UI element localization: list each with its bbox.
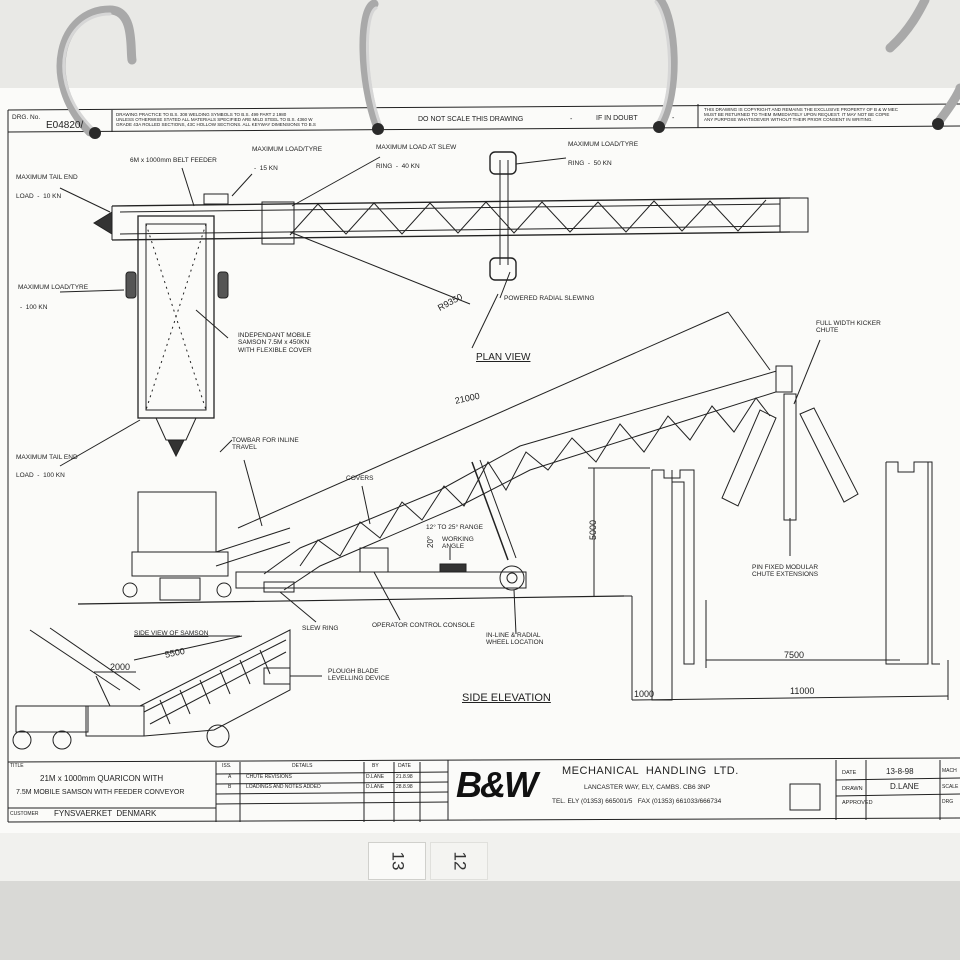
side-elevation-title: SIDE ELEVATION — [462, 692, 551, 704]
plan-view-title: PLAN VIEW — [476, 352, 531, 363]
chute-extensions-label: PIN FIXED MODULAR CHUTE EXTENSIONS — [752, 564, 819, 579]
towbar-label: TOWBAR FOR INLINE TRAVEL — [232, 437, 299, 452]
ring-load-50: RING - 50 KN — [568, 160, 612, 167]
company-phone: TEL. ELY (01353) 665001/5 FAX (01353) 66… — [552, 798, 722, 805]
drawn-label: DRAWN — [842, 786, 863, 792]
drawing-number: E04820/ — [46, 120, 84, 131]
covers-label: COVERS — [346, 475, 374, 482]
iss-header: ISS. — [222, 763, 232, 769]
rev-a-detail: CHUTE REVISIONS — [246, 774, 292, 780]
by-header: BY — [372, 763, 379, 769]
wheel-location-label: IN-LINE & RADIAL WHEEL LOCATION — [486, 632, 544, 647]
angle-range-label: 12° TO 25° RANGE — [426, 524, 483, 531]
date-value: 13-8-98 — [886, 767, 914, 776]
plough-blade-label: PLOUGH BLADE LEVELLING DEVICE — [328, 668, 390, 683]
dim-11000: 11000 — [790, 686, 815, 696]
drawn-value: D.LANE — [890, 782, 919, 791]
do-not-scale-note: DO NOT SCALE THIS DRAWING — [418, 116, 524, 123]
binder-page-lower — [0, 880, 960, 960]
rev-b-by: D.LANE — [366, 784, 385, 790]
working-angle-label: WORKING ANGLE — [442, 536, 474, 551]
title-label: TITLE — [10, 763, 24, 769]
approved-label: APPROVED — [842, 800, 873, 806]
max-load-tyre-label: MAXIMUM LOAD/TYRE — [252, 146, 323, 153]
drg-no-label: DRG. No. — [12, 114, 41, 121]
kicker-chute-label: FULL WIDTH KICKER CHUTE — [816, 320, 881, 335]
company-logo: B&W — [456, 764, 538, 805]
index-tab-13[interactable]: 13 — [368, 842, 426, 880]
max-load-slew-label: MAXIMUM LOAD AT SLEW — [376, 144, 457, 151]
scale-label: SCALE — [942, 784, 959, 790]
details-header: DETAILS — [292, 763, 313, 769]
mach-label: MACH — [942, 768, 957, 774]
rev-b: B — [228, 784, 232, 790]
slew-ring-label: SLEW RING — [302, 625, 339, 632]
customer-name: FYNSVAERKET DENMARK — [54, 809, 157, 818]
slew-ring-load-40: RING - 40 KN — [376, 163, 420, 170]
date-label: DATE — [842, 770, 857, 776]
plan-tail-load: LOAD - 10 KN — [16, 193, 62, 200]
dim-2000: 2000 — [110, 662, 131, 672]
max-load-tyre-left: MAXIMUM LOAD/TYRE — [18, 284, 89, 291]
date-header: DATE — [398, 763, 411, 769]
company-name: MECHANICAL HANDLING LTD. — [562, 765, 739, 777]
title-line-2: 7.5M MOBILE SAMSON WITH FEEDER CONVEYOR — [16, 789, 185, 796]
samson-description: INDEPENDANT MOBILE SAMSON 7.5M x 450KN W… — [238, 332, 312, 354]
working-angle-degrees: 20° — [426, 535, 435, 548]
tyre-load-15: - 15 KN — [254, 165, 278, 172]
dim-1000: 1000 — [634, 689, 655, 699]
side-tail-end-label: MAXIMUM TAIL END — [16, 454, 78, 461]
rev-a: A — [228, 774, 232, 780]
tyre-load-100: - 100 KN — [20, 304, 48, 311]
rev-a-date: 21.8.98 — [396, 774, 413, 780]
index-tab-12[interactable]: 12 — [430, 842, 488, 880]
rev-a-by: D.LANE — [366, 774, 385, 780]
drawing-practice-notes: DRAWING PRACTICE TO B.S. 308 WELDING SYM… — [116, 112, 316, 128]
copyright-notice: THIS DRAWING IS COPYRIGHT AND REMAINS TH… — [704, 107, 899, 123]
separator-dash: - — [672, 115, 675, 122]
belt-feeder-label: 6M x 1000mm BELT FEEDER — [130, 157, 217, 164]
samson-side-view-title: SIDE VIEW OF SAMSON — [134, 630, 209, 637]
max-load-tyre-label-2: MAXIMUM LOAD/TYRE — [568, 141, 639, 148]
customer-label: CUSTOMER — [10, 811, 39, 817]
side-tail-load: LOAD - 100 KN — [16, 472, 65, 479]
rev-b-detail: LOADINGS AND NOTES ADDED — [246, 784, 321, 790]
height-dim: 5000 — [588, 519, 598, 540]
plan-tail-end-label: MAXIMUM TAIL END — [16, 174, 78, 181]
powered-slewing-label: POWERED RADIAL SLEWING — [504, 295, 595, 302]
drg-label: DRG — [942, 799, 954, 805]
control-console-label: OPERATOR CONTROL CONSOLE — [372, 622, 475, 629]
company-address: LANCASTER WAY, ELY, CAMBS. CB6 3NP — [584, 784, 711, 791]
separator-dash: - — [570, 116, 573, 123]
title-line-1: 21M x 1000mm QUARICON WITH — [40, 774, 164, 783]
rev-b-date: 28.8.98 — [396, 784, 413, 790]
dim-7500: 7500 — [784, 650, 805, 660]
if-in-doubt-note: IF IN DOUBT — [596, 115, 638, 122]
